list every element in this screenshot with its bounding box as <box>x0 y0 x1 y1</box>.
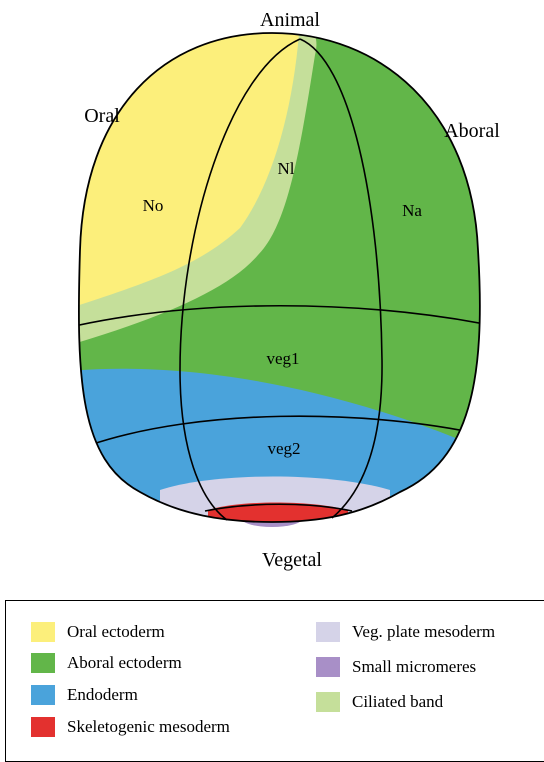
legend-label: Small micromeres <box>352 657 476 677</box>
aboral-ectoderm-swatch <box>31 653 55 673</box>
aboral-label: Aboral <box>444 120 500 142</box>
oral-label: Oral <box>84 105 120 127</box>
skeletogenic-mesoderm-region <box>208 503 348 591</box>
embryo-fate-map: Animal Vegetal Oral Aboral No Nl Na veg1… <box>0 0 544 590</box>
legend-label: Oral ectoderm <box>67 622 165 642</box>
animal-label: Animal <box>260 9 320 31</box>
na-label: Na <box>402 201 422 220</box>
legend-label: Aboral ectoderm <box>67 653 182 673</box>
legend-label: Ciliated band <box>352 692 443 712</box>
oral-ectoderm-swatch <box>31 622 55 642</box>
legend-label: Endoderm <box>67 685 138 705</box>
legend-item-aboral-ectoderm: Aboral ectoderm <box>31 652 182 674</box>
legend: Oral ectoderm Aboral ectoderm Endoderm S… <box>5 600 544 762</box>
legend-item-oral-ectoderm: Oral ectoderm <box>31 621 165 643</box>
legend-item-small-micromeres: Small micromeres <box>316 656 476 678</box>
endoderm-swatch <box>31 685 55 705</box>
legend-item-ciliated-band: Ciliated band <box>316 691 443 713</box>
veg-plate-mesoderm-swatch <box>316 622 340 642</box>
legend-item-skeletogenic-mesoderm: Skeletogenic mesoderm <box>31 716 230 738</box>
small-micromeres-swatch <box>316 657 340 677</box>
veg2-label: veg2 <box>267 439 300 458</box>
nl-label: Nl <box>278 159 295 178</box>
legend-item-endoderm: Endoderm <box>31 684 138 706</box>
skeletogenic-mesoderm-swatch <box>31 717 55 737</box>
ciliated-band-swatch <box>316 692 340 712</box>
no-label: No <box>143 196 164 215</box>
legend-label: Veg. plate mesoderm <box>352 622 495 642</box>
vegetal-label: Vegetal <box>262 549 322 571</box>
veg1-label: veg1 <box>266 349 299 368</box>
legend-label: Skeletogenic mesoderm <box>67 717 230 737</box>
veg-plate-mesoderm-region <box>160 477 390 591</box>
legend-item-veg-plate-mesoderm: Veg. plate mesoderm <box>316 621 495 643</box>
